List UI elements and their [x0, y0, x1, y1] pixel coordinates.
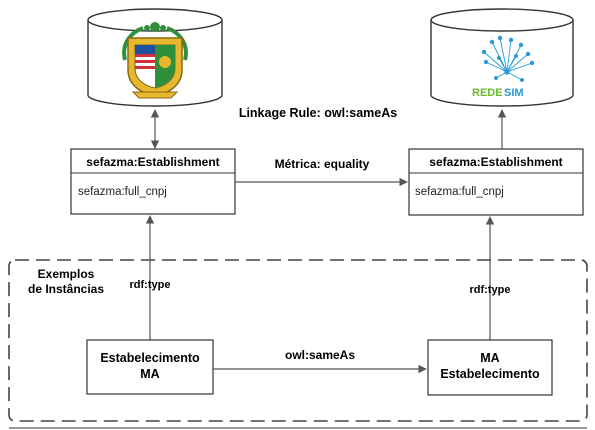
instances-group-frame — [8, 259, 588, 422]
right-class-box: sefazma:Establishment sefazma:full_cnpj — [408, 148, 584, 216]
left-instance-line1: Estabelecimento — [100, 351, 200, 365]
left-class-attribute: sefazma:full_cnpj — [78, 186, 167, 198]
right-instance-line2: Estabelecimento — [440, 367, 540, 381]
right-instance-line1: MA — [480, 351, 499, 365]
left-class-box: sefazma:Establishment sefazma:full_cnpj — [70, 148, 236, 215]
left-instance-line2: MA — [140, 367, 159, 381]
redesim-logo-icon: REDE SIM — [472, 35, 535, 99]
right-instance-box: MA Estabelecimento — [427, 339, 553, 396]
metric-label: Métrica: equality — [275, 157, 370, 171]
linkage-rule-label: Linkage Rule: owl:sameAs — [239, 106, 397, 120]
instances-group-title-line2: de Instâncias — [28, 282, 104, 296]
left-type-label: rdf:type — [130, 279, 171, 291]
right-class-title: sefazma:Establishment — [429, 155, 562, 169]
right-type-label: rdf:type — [470, 284, 511, 296]
instances-group-title-line1: Exemplos — [38, 267, 95, 281]
left-class-title: sefazma:Establishment — [86, 155, 219, 169]
maranhao-coat-of-arms-icon — [122, 22, 188, 99]
redesim-brand-text-b: SIM — [504, 87, 524, 99]
redesim-brand-text-a: REDE — [472, 87, 503, 99]
left-instance-box: Estabelecimento MA — [86, 339, 214, 395]
instance-link-label: owl:sameAs — [285, 348, 355, 362]
right-class-attribute: sefazma:full_cnpj — [415, 186, 504, 198]
